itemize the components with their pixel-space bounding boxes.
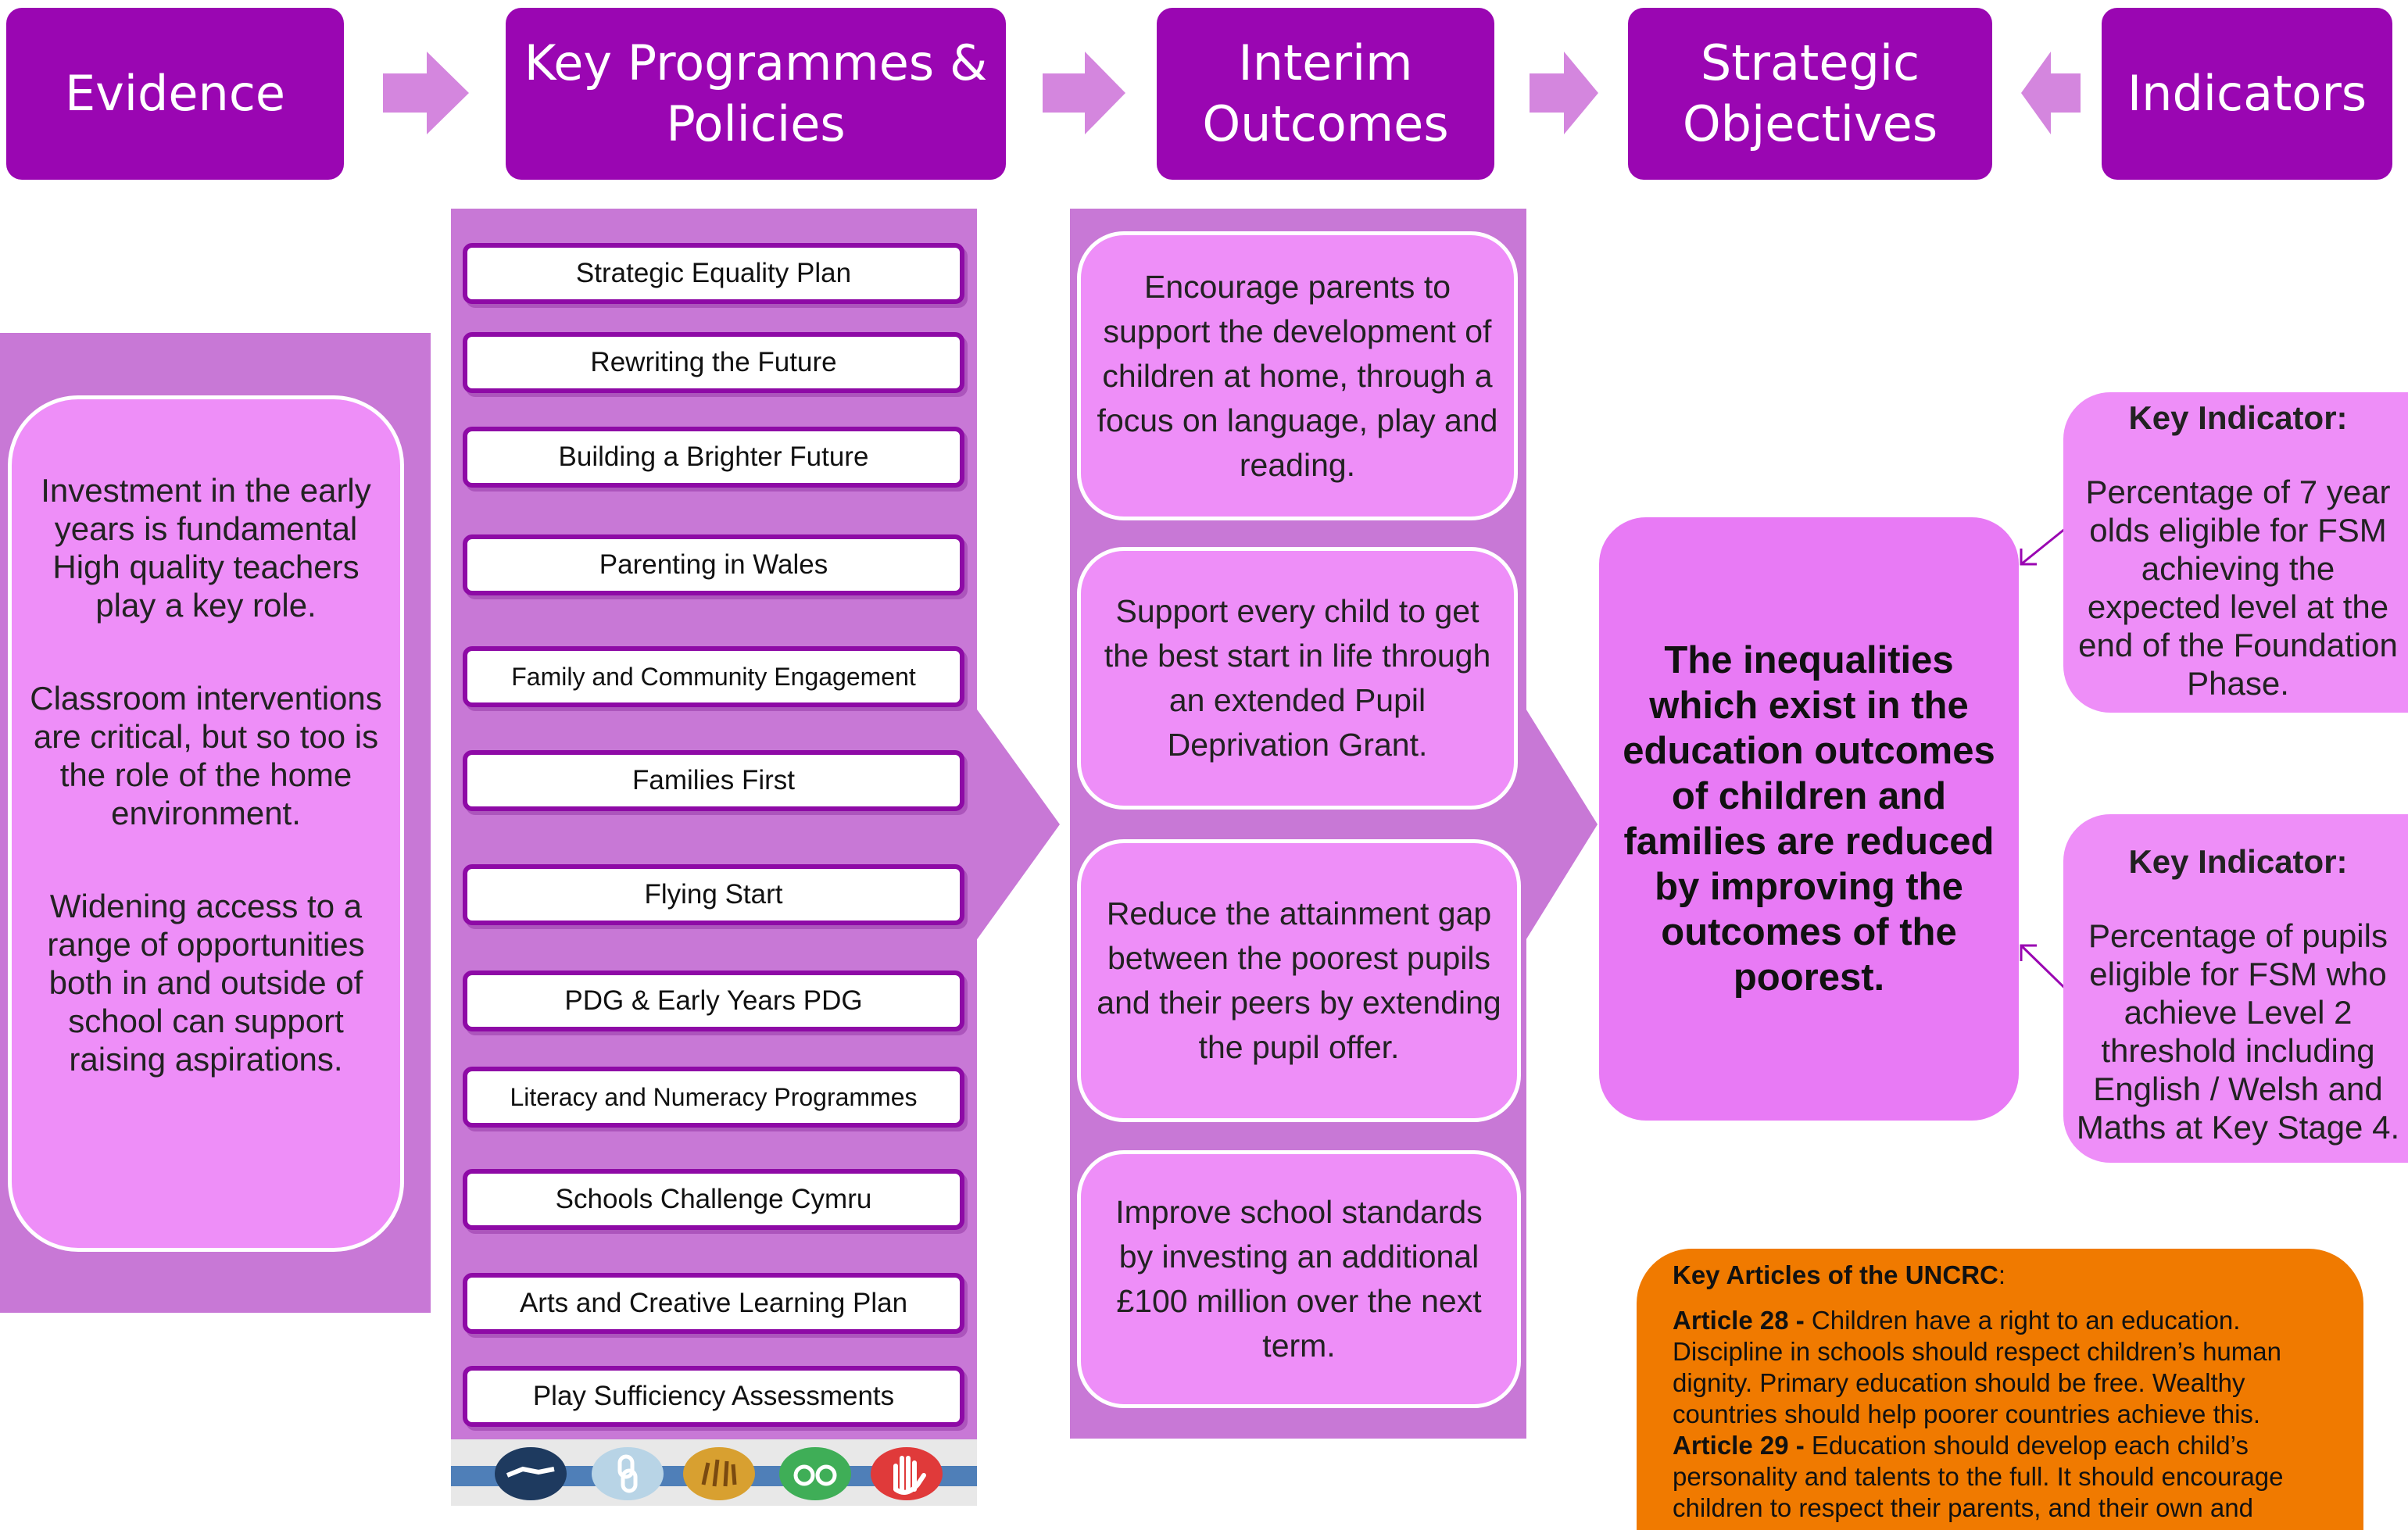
programme-item: Literacy and Numeracy Programmes bbox=[463, 1067, 964, 1128]
outcome-text: Reduce the attainment gap between the po… bbox=[1097, 895, 1501, 1065]
uncrc-heading: Key Articles of the UNCRC: bbox=[1673, 1260, 2006, 1289]
key-indicator-text: Percentage of 7 year olds eligible for F… bbox=[2078, 474, 2398, 702]
header-indicators: Indicators bbox=[2102, 8, 2392, 180]
header-evidence: Evidence bbox=[6, 8, 344, 180]
outcome-text: Encourage parents to support the develop… bbox=[1097, 268, 1498, 483]
programme-label: Flying Start bbox=[644, 879, 783, 910]
article-28: Article 28 - Children have a right to an… bbox=[1673, 1306, 2281, 1428]
programme-item: Parenting in Wales bbox=[463, 534, 964, 595]
programme-label: Rewriting the Future bbox=[590, 347, 837, 377]
programme-label: Family and Community Engagement bbox=[511, 662, 916, 691]
outcome-box: Improve school standards by investing an… bbox=[1077, 1150, 1521, 1408]
header-indicators-label: Indicators bbox=[2127, 65, 2367, 122]
link-icon bbox=[592, 1447, 664, 1500]
programme-item: Families First bbox=[463, 750, 964, 811]
programme-label: Arts and Creative Learning Plan bbox=[519, 1288, 908, 1318]
programme-item: Strategic Equality Plan bbox=[463, 243, 964, 304]
strategic-objective-box: The inequalities which exist in the educ… bbox=[1599, 517, 2019, 1121]
programme-item: Schools Challenge Cymru bbox=[463, 1169, 964, 1230]
article-29: Article 29 - Education should develop ea… bbox=[1673, 1431, 2284, 1522]
programmes-chevron bbox=[975, 707, 1060, 942]
programme-label: Parenting in Wales bbox=[599, 549, 828, 580]
header-strategic: Strategic Objectives bbox=[1628, 8, 1992, 180]
programme-item: Rewriting the Future bbox=[463, 332, 964, 393]
key-indicator-box: Key Indicator: Percentage of 7 year olds… bbox=[2063, 392, 2408, 713]
outcome-box: Support every child to get the best star… bbox=[1077, 547, 1518, 810]
arrow-right-icon bbox=[383, 52, 469, 134]
header-interim-label: Interim Outcomes bbox=[1202, 34, 1449, 152]
header-interim: Interim Outcomes bbox=[1157, 8, 1494, 180]
evidence-text-3: Widening access to a range of opportunit… bbox=[47, 888, 365, 1078]
header-strategic-label: Strategic Objectives bbox=[1682, 34, 1938, 152]
outcome-text: Improve school standards by investing an… bbox=[1115, 1194, 1483, 1364]
programme-label: Play Sufficiency Assessments bbox=[532, 1381, 895, 1411]
arrow-left-icon bbox=[2021, 52, 2081, 134]
programme-label: PDG & Early Years PDG bbox=[564, 985, 863, 1016]
outcome-box: Encourage parents to support the develop… bbox=[1077, 231, 1518, 520]
arrow-right-icon bbox=[1530, 52, 1598, 134]
outcomes-chevron bbox=[1525, 707, 1598, 942]
programme-label: Schools Challenge Cymru bbox=[555, 1184, 872, 1214]
programme-label: Strategic Equality Plan bbox=[575, 258, 852, 288]
handshake-icon bbox=[495, 1447, 567, 1500]
outcome-box: Reduce the attainment gap between the po… bbox=[1077, 839, 1521, 1122]
programme-item: Building a Brighter Future bbox=[463, 427, 964, 488]
programme-label: Families First bbox=[632, 765, 796, 795]
evidence-text-2: Classroom interventions are critical, bu… bbox=[30, 680, 382, 831]
raised-hand-icon bbox=[871, 1447, 943, 1500]
header-programmes-label: Key Programmes & Policies bbox=[524, 34, 988, 152]
key-indicator-title: Key Indicator: bbox=[2128, 399, 2348, 436]
strategic-objective-text: The inequalities which exist in the educ… bbox=[1623, 639, 1995, 999]
programme-item: PDG & Early Years PDG bbox=[463, 971, 964, 1031]
evidence-text-1: Investment in the early years is fundame… bbox=[41, 472, 371, 624]
hands-raised-icon bbox=[683, 1447, 755, 1500]
evidence-box: Investment in the early years is fundame… bbox=[8, 395, 404, 1252]
programme-label: Literacy and Numeracy Programmes bbox=[510, 1082, 918, 1111]
icon-strip bbox=[451, 1439, 977, 1506]
binoculars-icon bbox=[779, 1447, 851, 1500]
outcome-text: Support every child to get the best star… bbox=[1104, 593, 1491, 763]
arrow-right-icon bbox=[1043, 52, 1125, 134]
programme-item: Play Sufficiency Assessments bbox=[463, 1366, 964, 1427]
programme-label: Building a Brighter Future bbox=[558, 441, 869, 472]
programme-item: Flying Start bbox=[463, 864, 964, 925]
key-indicator-box: Key Indicator: Percentage of pupils elig… bbox=[2063, 814, 2408, 1163]
key-indicator-text: Percentage of pupils eligible for FSM wh… bbox=[2076, 917, 2400, 1146]
uncrc-articles-box: Key Articles of the UNCRC: Article 28 - … bbox=[1637, 1249, 2363, 1530]
programme-item: Arts and Creative Learning Plan bbox=[463, 1273, 964, 1334]
programmes-column bbox=[451, 209, 977, 1443]
programme-item: Family and Community Engagement bbox=[463, 646, 964, 707]
header-programmes: Key Programmes & Policies bbox=[506, 8, 1006, 180]
header-evidence-label: Evidence bbox=[64, 65, 286, 122]
key-indicator-title: Key Indicator: bbox=[2128, 843, 2348, 880]
